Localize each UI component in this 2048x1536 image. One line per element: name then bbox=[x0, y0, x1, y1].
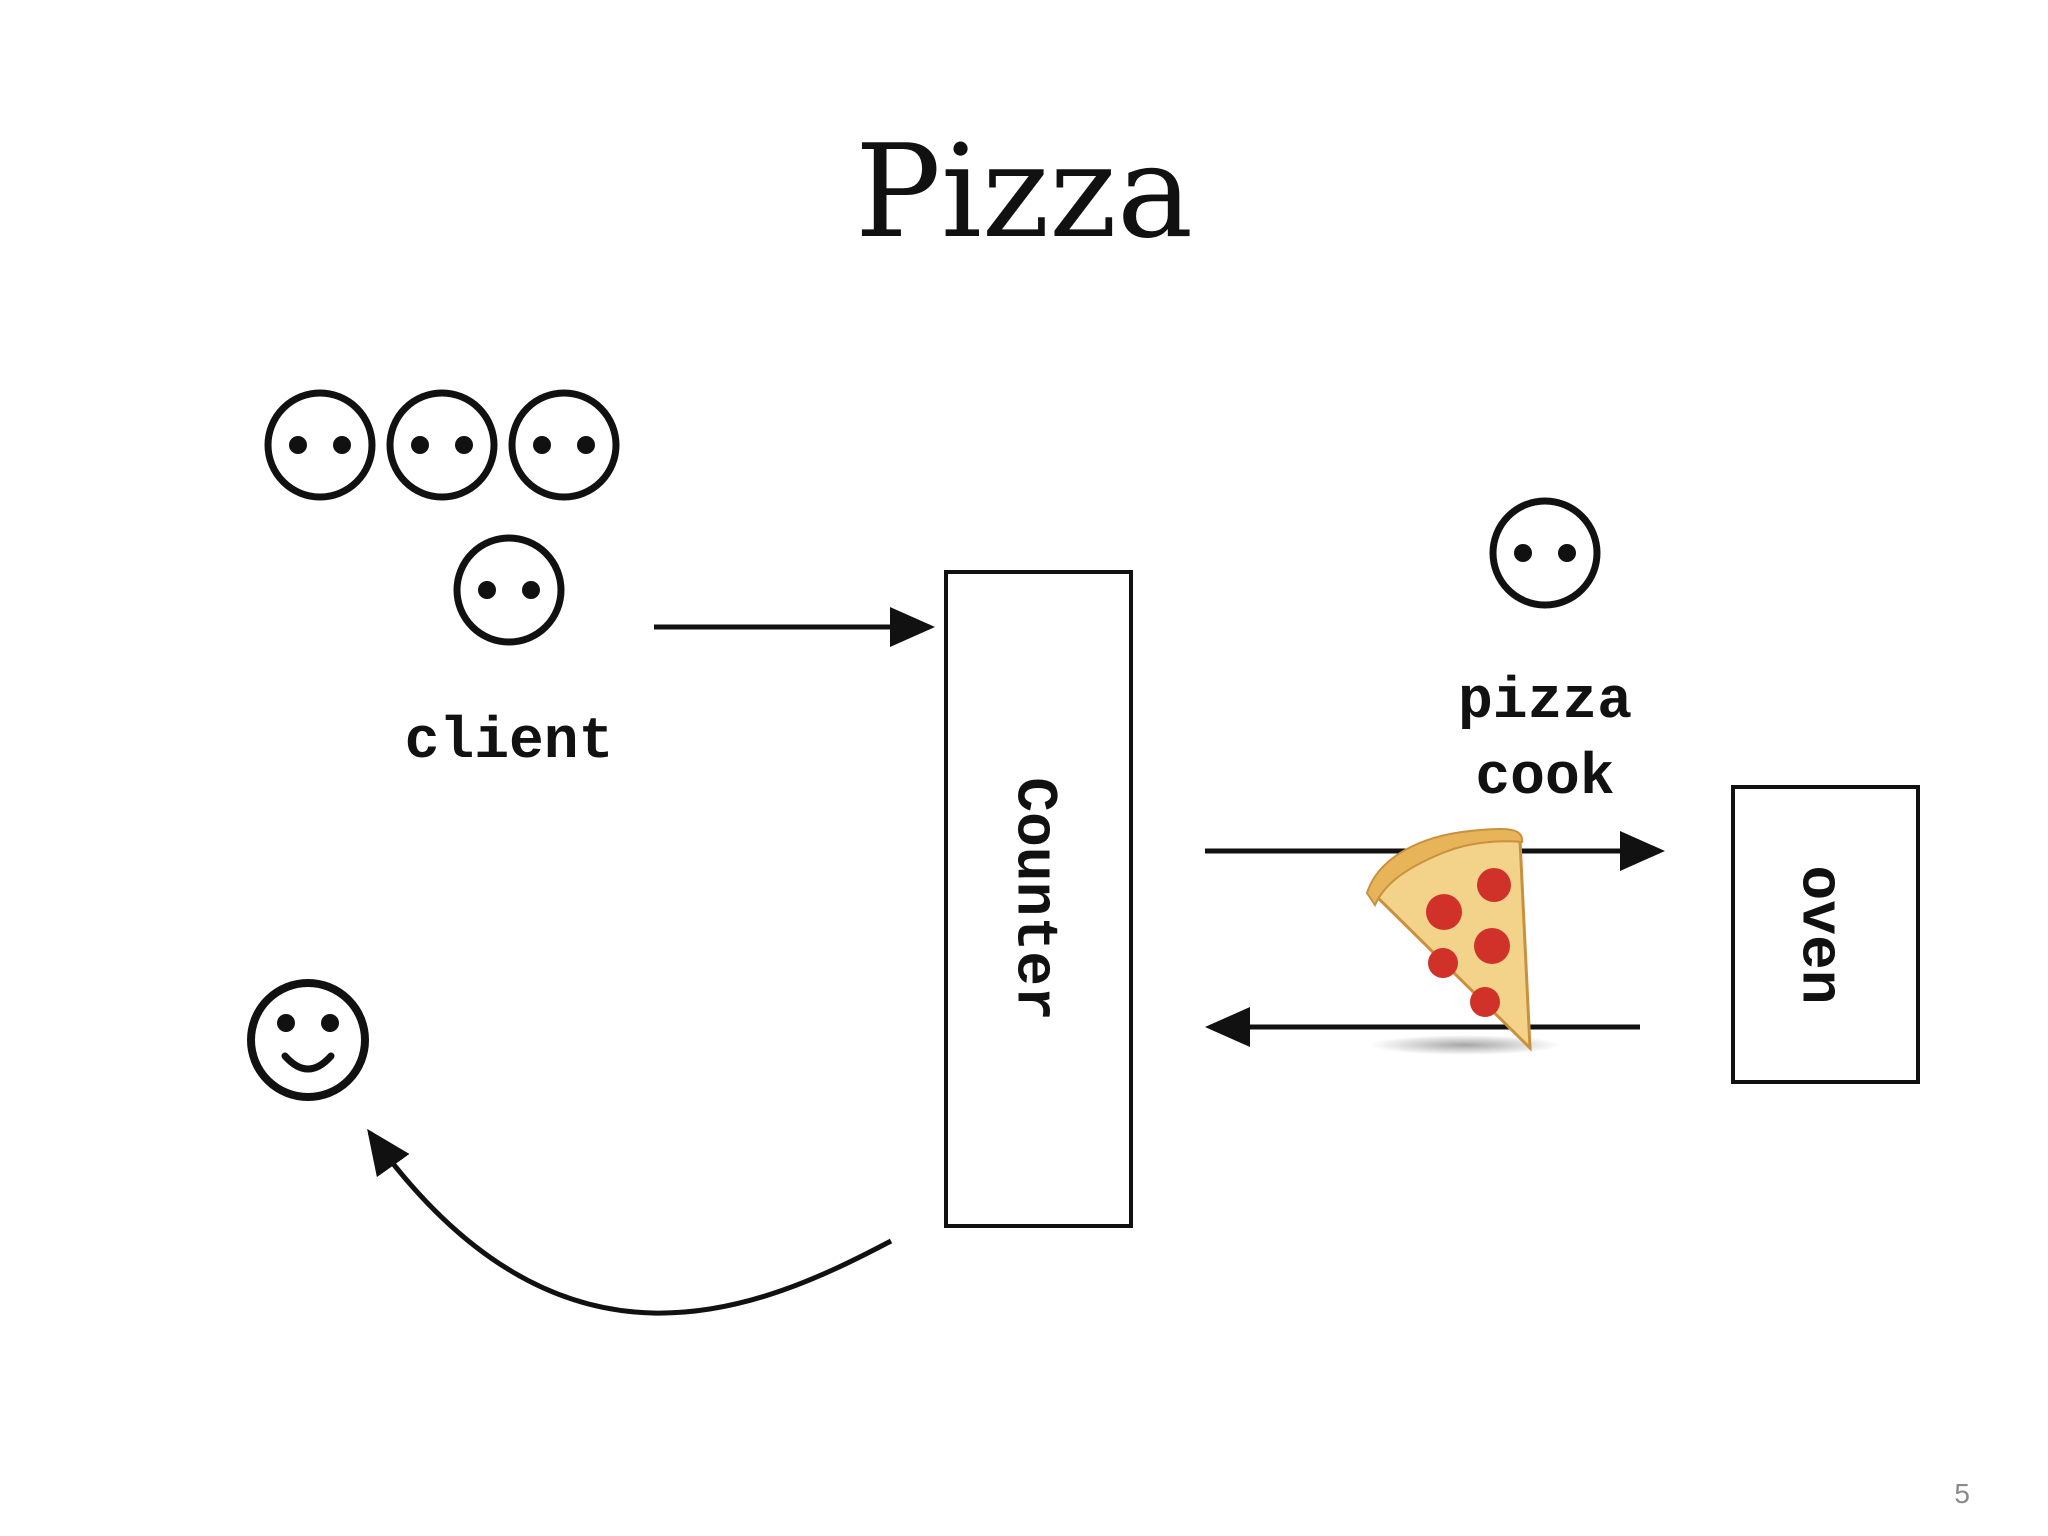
arrow-counter-to-client bbox=[367, 1128, 893, 1316]
slide-title: Pizza bbox=[854, 118, 1194, 267]
pizza-slice-icon bbox=[1365, 827, 1560, 1055]
neutral-face-icon bbox=[453, 534, 565, 646]
counter-box bbox=[944, 570, 1133, 1228]
oven-box bbox=[1731, 785, 1920, 1084]
pizza-cook-label-line2: cook bbox=[1475, 746, 1614, 811]
smiling-face-icon bbox=[247, 979, 369, 1101]
neutral-face-icon bbox=[386, 389, 498, 501]
pizza-cook-label-line1: pizza bbox=[1458, 670, 1632, 735]
page-number: 5 bbox=[1954, 1478, 1970, 1509]
neutral-face-icon bbox=[264, 389, 376, 501]
oven-label: oven bbox=[1786, 865, 1851, 1004]
neutral-face-icon bbox=[1489, 497, 1601, 609]
client-label: client bbox=[405, 710, 614, 775]
counter-label: Counter bbox=[1001, 777, 1066, 1021]
neutral-face-icon bbox=[508, 389, 620, 501]
